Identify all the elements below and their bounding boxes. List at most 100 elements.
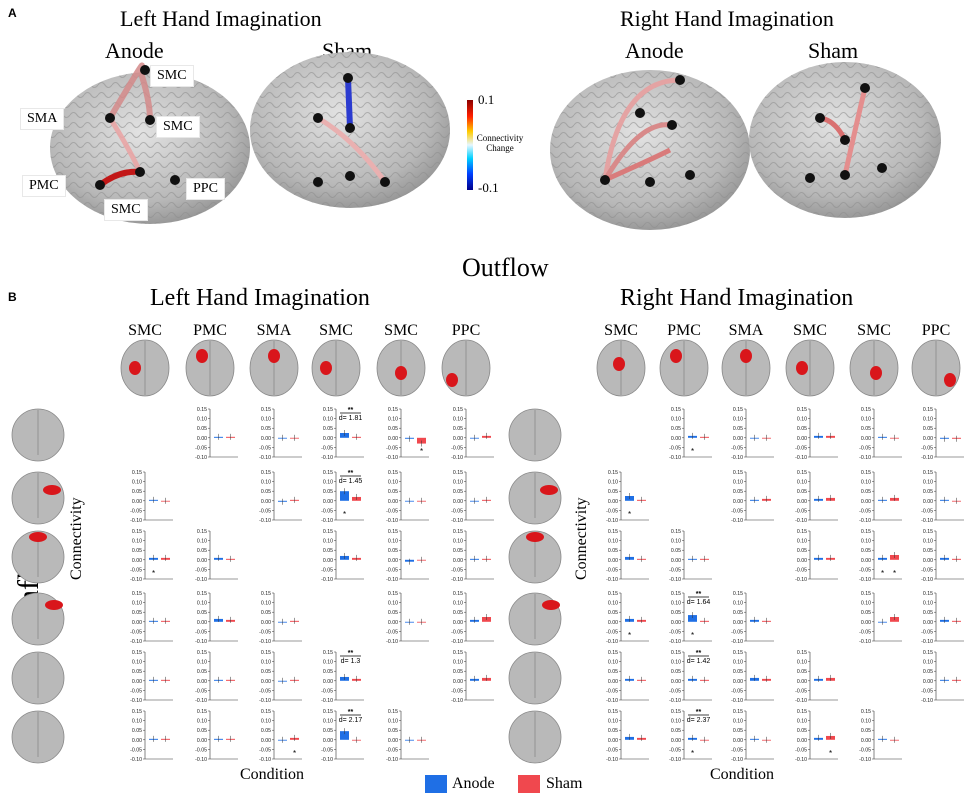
y-tick-label: -0.05: [669, 629, 681, 635]
right-row-brain-3: [508, 592, 562, 646]
y-tick-label: -0.05: [386, 445, 398, 451]
y-tick-label: 0.05: [608, 548, 618, 554]
y-tick-label: -0.10: [669, 698, 681, 704]
y-tick-label: 0.00: [608, 499, 618, 505]
right-row-brain-4: [508, 651, 562, 705]
right-cell-r0-c4: 0.150.100.050.00-0.05-0.10: [859, 407, 902, 461]
y-tick-label: -0.10: [321, 757, 333, 763]
connection-line: [345, 77, 353, 129]
region-label-smc-bottom: SMC: [104, 199, 148, 221]
y-tick-label: -0.10: [921, 698, 933, 704]
y-tick-label: -0.05: [795, 567, 807, 573]
effect-size-label: d= 1.45: [339, 478, 363, 485]
left-column-brain-4: [376, 339, 426, 397]
y-tick-label: 0.05: [733, 489, 743, 495]
y-tick-label: 0.10: [197, 660, 207, 666]
y-tick-label: -0.10: [731, 518, 743, 524]
y-tick-label: 0.00: [797, 679, 807, 685]
left-cell-r4-c2: 0.150.100.050.00-0.05-0.10: [259, 650, 302, 704]
y-tick-label: -0.10: [195, 577, 207, 583]
y-tick-label: -0.10: [130, 577, 142, 583]
y-tick-label: 0.15: [132, 650, 142, 656]
y-tick-label: 0.10: [388, 539, 398, 545]
y-tick-label: 0.10: [388, 480, 398, 486]
y-tick-label: 0.15: [388, 591, 398, 597]
y-tick-label: 0.15: [671, 407, 681, 413]
y-tick-label: -0.10: [795, 518, 807, 524]
roi-marker: [45, 600, 63, 610]
sig-stars: **: [348, 407, 354, 414]
y-tick-label: -0.10: [259, 518, 271, 524]
y-tick-label: -0.10: [606, 577, 618, 583]
y-tick-label: 0.15: [608, 591, 618, 597]
y-tick-label: 0.15: [861, 470, 871, 476]
right-column-label-4: SMC: [857, 322, 891, 339]
y-tick-label: 0.15: [453, 407, 463, 413]
y-tick-label: 0.10: [797, 480, 807, 486]
y-tick-label: 0.00: [608, 558, 618, 564]
y-tick-label: 0.10: [797, 539, 807, 545]
y-tick-label: -0.05: [195, 445, 207, 451]
y-tick-label: -0.10: [795, 757, 807, 763]
panel-b-letter: B: [8, 290, 17, 304]
y-tick-label: -0.05: [195, 567, 207, 573]
y-tick-label: 0.10: [453, 601, 463, 607]
y-tick-label: -0.10: [731, 757, 743, 763]
right-cell-r2-c1: 0.150.100.050.00-0.05-0.10: [669, 529, 712, 583]
y-tick-label: -0.05: [130, 629, 142, 635]
colorbar-label-line2: Change: [486, 143, 514, 153]
region-label-smc-top: SMC: [150, 65, 194, 87]
node-dot: [840, 135, 850, 145]
y-tick-label: -0.05: [669, 688, 681, 694]
y-tick-label: -0.10: [195, 639, 207, 645]
anode-bar: [688, 615, 697, 622]
y-tick-label: -0.10: [606, 698, 618, 704]
y-tick-label: 0.10: [671, 417, 681, 423]
y-tick-label: -0.10: [451, 639, 463, 645]
right-cell-r2-c4: 0.150.100.050.00-0.05-0.10**: [859, 529, 902, 583]
y-tick-label: 0.10: [671, 539, 681, 545]
right-cell-r3-c0: 0.150.100.050.00-0.05-0.10*: [606, 591, 649, 645]
y-tick-label: 0.00: [453, 558, 463, 564]
y-tick-label: 0.15: [323, 529, 333, 535]
y-tick-label: 0.10: [861, 601, 871, 607]
y-tick-label: -0.10: [259, 698, 271, 704]
y-tick-label: 0.15: [797, 529, 807, 535]
sig-stars: **: [348, 470, 354, 477]
y-tick-label: -0.05: [606, 688, 618, 694]
y-tick-label: 0.10: [797, 719, 807, 725]
connection-line: [842, 87, 868, 176]
y-tick-label: 0.00: [323, 679, 333, 685]
y-tick-label: 0.05: [261, 610, 271, 616]
y-tick-label: -0.05: [859, 567, 871, 573]
y-tick-label: 0.00: [608, 738, 618, 744]
y-tick-label: -0.10: [130, 757, 142, 763]
right-row-brain-0: [508, 408, 562, 462]
y-tick-label: 0.10: [453, 539, 463, 545]
y-tick-label: 0.05: [733, 669, 743, 675]
node-dot: [860, 83, 870, 93]
y-tick-label: 0.15: [453, 591, 463, 597]
node-dot: [635, 108, 645, 118]
right-cell-r5-c1: 0.150.100.050.00-0.05-0.10**d= 2.37*: [669, 709, 712, 763]
left-column-brain-0: [120, 339, 170, 397]
left-cell-r5-c3: 0.150.100.050.00-0.05-0.10**d= 2.17: [321, 709, 364, 763]
node-dot: [667, 120, 677, 130]
right-column-brain-1: [659, 339, 709, 397]
y-tick-label: 0.15: [923, 407, 933, 413]
y-tick-label: 0.00: [453, 436, 463, 442]
y-tick-label: 0.15: [733, 591, 743, 597]
y-tick-label: 0.10: [453, 480, 463, 486]
y-tick-label: 0.15: [671, 591, 681, 597]
right-cell-r3-c4: 0.150.100.050.00-0.05-0.10: [859, 591, 902, 645]
sig-stars: **: [696, 650, 702, 657]
panel-b-right-title: Right Hand Imagination: [620, 285, 854, 311]
colorbar-max: 0.1: [478, 92, 495, 107]
right-cell-r2-c5: 0.150.100.050.00-0.05-0.10: [921, 529, 964, 583]
y-tick-label: 0.15: [923, 650, 933, 656]
y-tick-label: 0.10: [861, 417, 871, 423]
y-tick-label: 0.00: [388, 499, 398, 505]
right-cell-r4-c2: 0.150.100.050.00-0.05-0.10: [731, 650, 774, 704]
y-tick-label: 0.15: [323, 709, 333, 715]
significance-star: *: [343, 510, 346, 519]
